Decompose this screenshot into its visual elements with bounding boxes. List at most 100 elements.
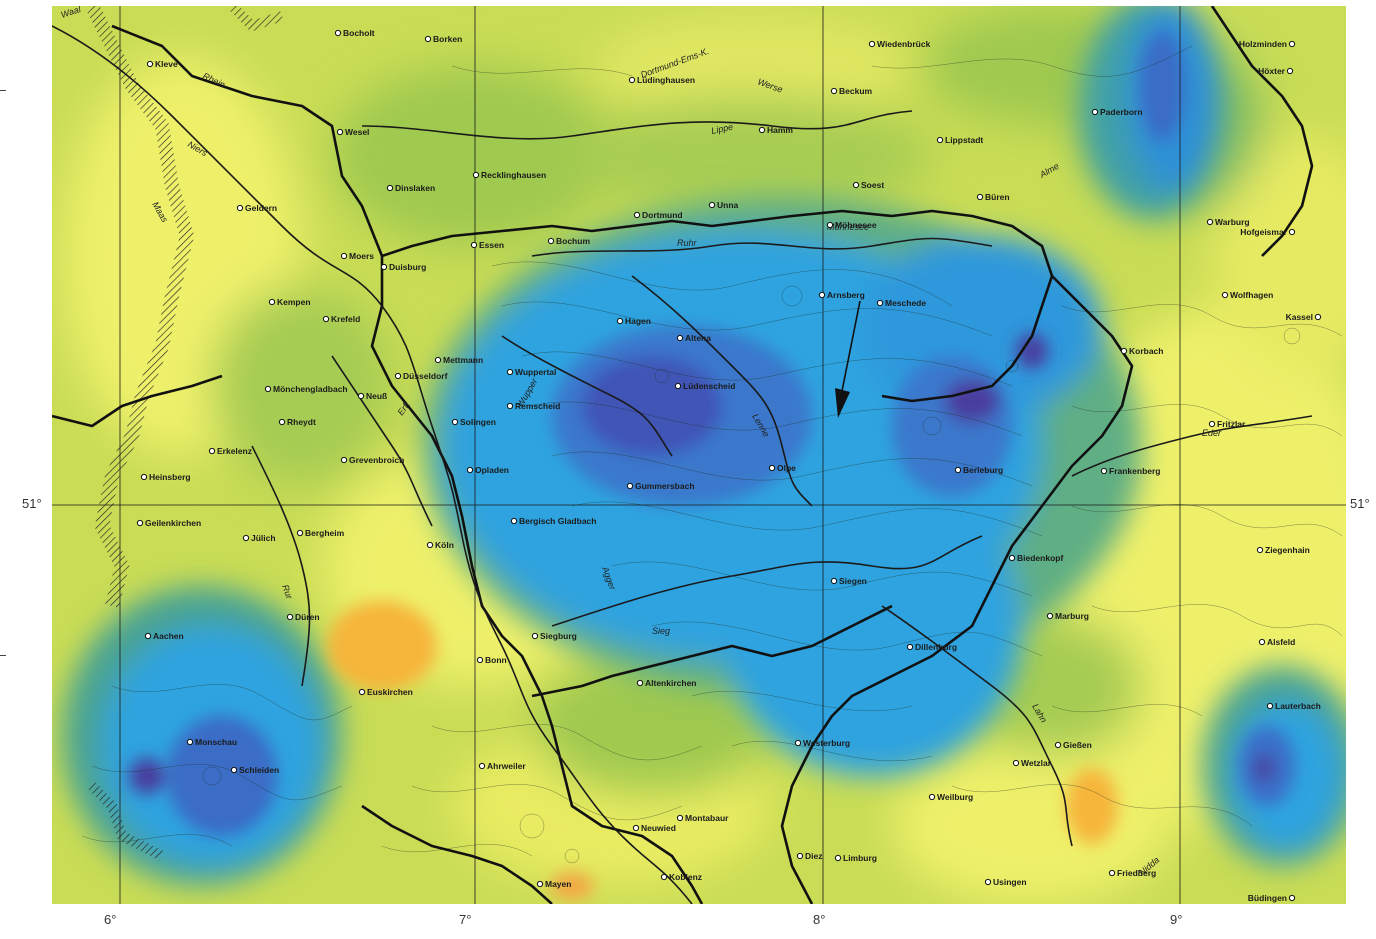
city-erkelenz: Erkelenz	[208, 446, 252, 456]
rivers	[52, 25, 1313, 904]
city-weilburg: Weilburg	[928, 792, 973, 802]
city-rheydt: Rheydt	[278, 417, 316, 427]
city-dot	[628, 76, 636, 84]
city-label: Heinsberg	[149, 472, 191, 482]
city-label: Wiedenbrück	[877, 39, 931, 49]
city-dot	[531, 632, 539, 640]
city-koln: Köln	[426, 540, 454, 550]
city-kassel: Kassel	[1286, 312, 1322, 322]
city-label: Berleburg	[963, 465, 1003, 475]
city-lauterbach: Lauterbach	[1266, 701, 1321, 711]
city-essen: Essen	[470, 240, 504, 250]
city-label: Euskirchen	[367, 687, 413, 697]
city-dot	[506, 402, 514, 410]
city-beckum: Beckum	[830, 86, 873, 96]
city-label: Bonn	[485, 655, 507, 665]
city-dot	[472, 171, 480, 179]
city-solingen: Solingen	[451, 417, 496, 427]
city-label: Düsseldorf	[403, 371, 448, 381]
city-dot	[478, 762, 486, 770]
city-wuppertal: Wuppertal	[506, 367, 556, 377]
city-schleiden: Schleiden	[230, 765, 279, 775]
city-label: Mönchengladbach	[273, 384, 348, 394]
city-label: Siegen	[839, 576, 867, 586]
city-label: Rheydt	[287, 417, 316, 427]
city-dot	[852, 181, 860, 189]
city-label: Geilenkirchen	[145, 518, 201, 528]
city-dot	[1221, 291, 1229, 299]
city-dot	[758, 126, 766, 134]
river-label-mohnesee: Möhnesee	[827, 222, 869, 232]
city-label: Beckum	[839, 86, 873, 96]
city-geilenkirchen: Geilenkirchen	[136, 518, 201, 528]
city-label: Frankenberg	[1109, 466, 1161, 476]
longitude-label-8: 8°	[813, 912, 826, 927]
city-alsfeld: Alsfeld	[1258, 637, 1295, 647]
city-recklinghausen: Recklinghausen	[472, 170, 546, 180]
city-dot	[236, 204, 244, 212]
city-label: Neuß	[366, 391, 387, 401]
city-dot	[830, 577, 838, 585]
city-label: Koblenz	[669, 872, 702, 882]
city-dot	[768, 464, 776, 472]
city-julich: Jülich	[242, 533, 276, 543]
city-dot	[357, 392, 365, 400]
city-dot	[818, 291, 826, 299]
city-dot	[358, 688, 366, 696]
city-label: Bergheim	[305, 528, 345, 538]
city-biedenkopf: Biedenkopf	[1008, 553, 1063, 563]
city-dot	[506, 368, 514, 376]
city-dot	[146, 60, 154, 68]
city-dot	[394, 372, 402, 380]
city-bonn: Bonn	[476, 655, 507, 665]
city-dot	[466, 466, 474, 474]
city-opladen: Opladen	[466, 465, 509, 475]
city-dot	[536, 880, 544, 888]
city-dot	[144, 632, 152, 640]
city-ludenscheid: Lüdenscheid	[674, 381, 735, 391]
city-label: Höxter	[1258, 66, 1286, 76]
city-moers: Moers	[340, 251, 374, 261]
city-label: Altenkirchen	[645, 678, 697, 688]
river-label-eder: Eder	[1202, 428, 1222, 438]
city-dillenburg: Dillenburg	[906, 642, 957, 652]
river-label-rur: Rur	[280, 583, 295, 601]
city-label: Marburg	[1055, 611, 1089, 621]
city-label: Remscheid	[515, 401, 560, 411]
city-dot	[1314, 313, 1322, 321]
city-dot	[1008, 554, 1016, 562]
contour-lines	[81, 45, 1343, 864]
precipitation-map[interactable]: Waal Rhein Niers Maas Lippe Ruhr Lenne W…	[52, 6, 1346, 904]
city-label: Ahrweiler	[487, 761, 526, 771]
city-label: Montabaur	[685, 813, 729, 823]
city-label: Mettmann	[443, 355, 483, 365]
city-label: Hamm	[767, 125, 793, 135]
left-tick-mark	[0, 655, 6, 656]
city-label: Köln	[435, 540, 454, 550]
longitude-label-9: 9°	[1170, 912, 1183, 927]
city-label: Paderborn	[1100, 107, 1143, 117]
city-usingen: Usingen	[984, 877, 1027, 887]
city-berleburg: Berleburg	[954, 465, 1003, 475]
city-hamm: Hamm	[758, 125, 793, 135]
city-dot	[1288, 228, 1296, 236]
city-dot	[1046, 612, 1054, 620]
city-dot	[708, 201, 716, 209]
city-label: Korbach	[1129, 346, 1163, 356]
city-duren: Düren	[286, 612, 320, 622]
city-label: Kempen	[277, 297, 311, 307]
city-dot	[451, 418, 459, 426]
city-dot	[340, 456, 348, 464]
city-dusseldorf: Düsseldorf	[394, 371, 448, 381]
city-dot	[434, 356, 442, 364]
city-frankenberg: Frankenberg	[1100, 466, 1161, 476]
city-label: Weilburg	[937, 792, 973, 802]
city-dot	[230, 766, 238, 774]
city-dot	[1288, 894, 1296, 902]
city-wiedenbruck: Wiedenbrück	[868, 39, 931, 49]
city-label: Opladen	[475, 465, 509, 475]
city-fritzlar: Fritzlar	[1208, 419, 1246, 429]
city-label: Westerburg	[803, 738, 850, 748]
city-dot	[1120, 347, 1128, 355]
left-tick-mark	[0, 90, 6, 91]
